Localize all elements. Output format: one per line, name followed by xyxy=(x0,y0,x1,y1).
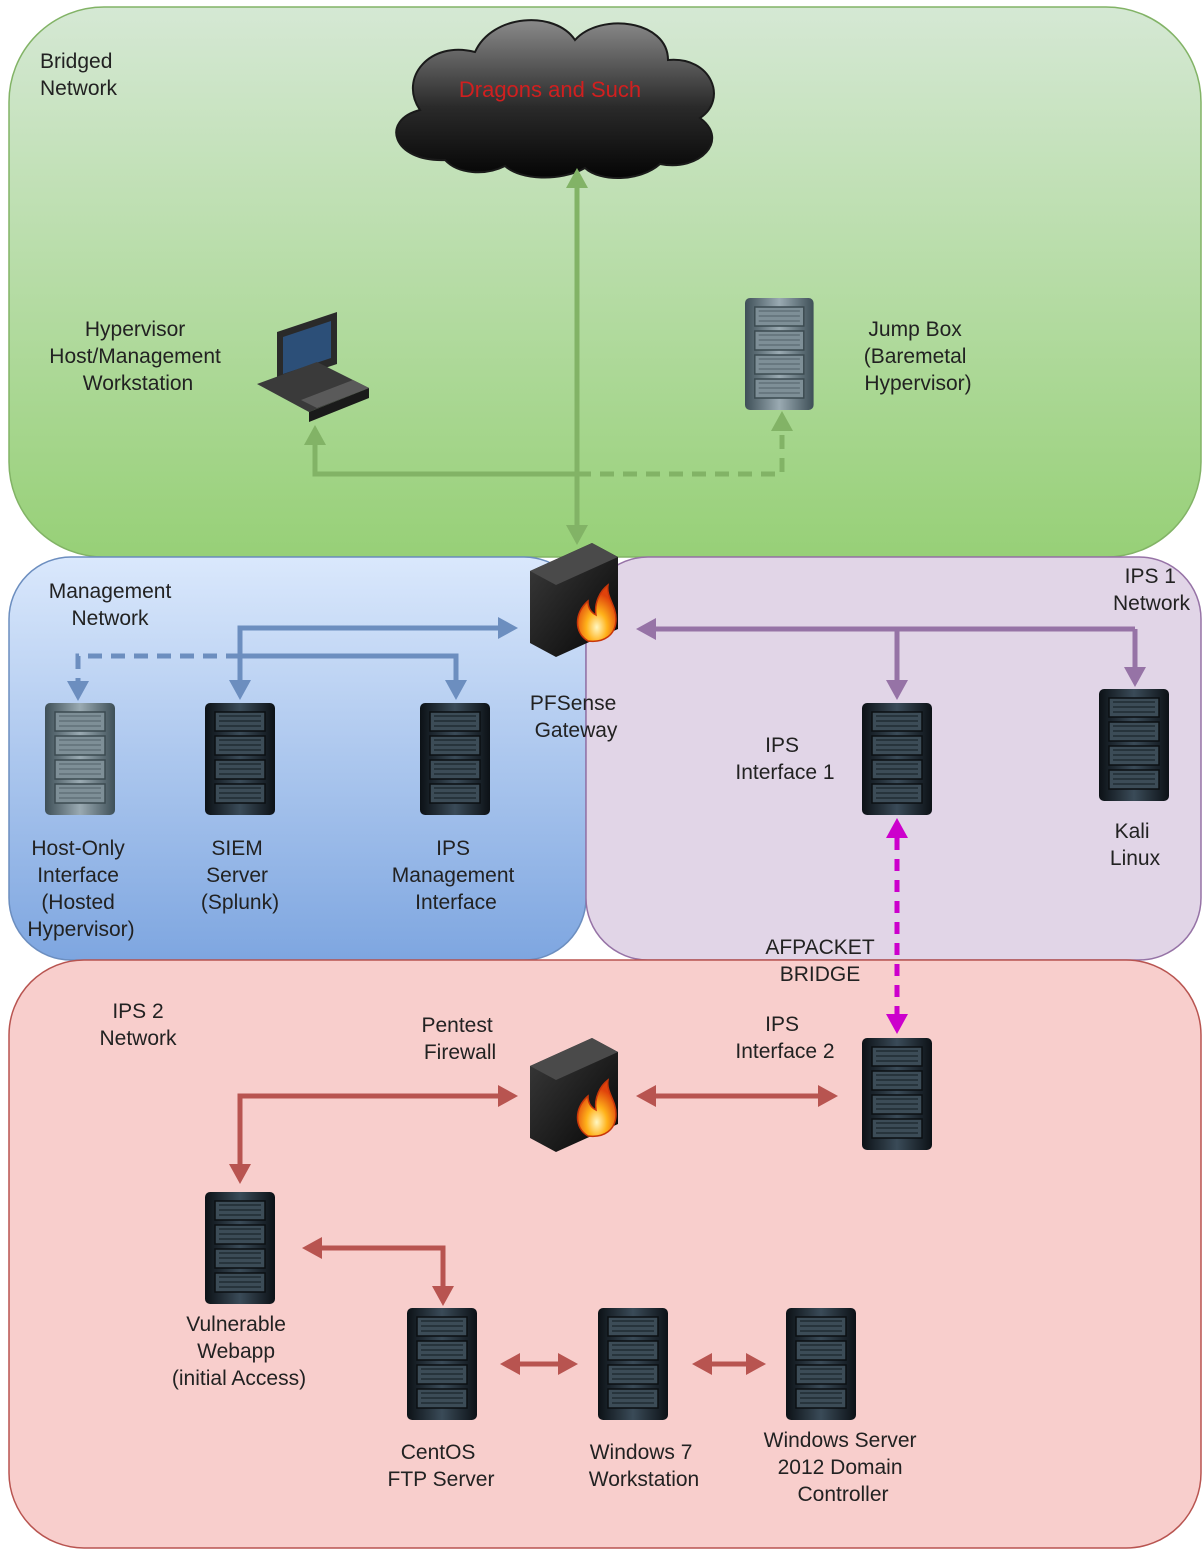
arrowhead xyxy=(1124,667,1146,687)
ips-interface-1-server-icon xyxy=(861,702,933,816)
arrowhead xyxy=(566,168,588,188)
ips-interface-2-label: IPS Interface 2 xyxy=(735,1013,834,1063)
win7-server-icon xyxy=(597,1307,669,1421)
ips-interface-2-server-icon xyxy=(861,1037,933,1151)
kali-linux-label: Kali Linux xyxy=(1110,820,1161,870)
webapp-server-icon xyxy=(204,1191,276,1305)
bridged-links xyxy=(312,185,785,540)
arrowhead xyxy=(566,525,588,545)
hypervisor-host-label: Hypervisor Host/Management Workstation xyxy=(49,318,226,395)
arrowhead xyxy=(498,617,518,639)
arrowhead xyxy=(67,681,89,701)
jump-box-server-icon xyxy=(744,297,815,411)
windows-7-label: Windows 7 Workstation xyxy=(589,1441,700,1491)
arrowhead xyxy=(498,1085,518,1107)
arrowhead xyxy=(229,680,251,700)
arrowhead xyxy=(886,1014,908,1034)
arrowhead xyxy=(771,411,793,431)
ips1-links xyxy=(655,626,1138,683)
jump-box-label: Jump Box (Baremetal Hypervisor) xyxy=(864,318,973,395)
management-links xyxy=(75,625,500,683)
kali-server-icon xyxy=(1098,688,1170,802)
arrowhead xyxy=(818,1085,838,1107)
arrowhead xyxy=(886,818,908,838)
ips-management-server-icon xyxy=(419,702,491,816)
centos-server-icon xyxy=(406,1307,478,1421)
ips2-links xyxy=(237,1093,820,1367)
internet-cloud-icon xyxy=(395,19,715,179)
vulnerable-webapp-label: Vulnerable Webapp (initial Access) xyxy=(172,1313,306,1390)
ips-interface-1-label: IPS Interface 1 xyxy=(735,734,834,784)
arrowhead xyxy=(558,1353,578,1375)
arrowhead xyxy=(445,680,467,700)
arrowhead xyxy=(304,425,326,445)
ips-management-label: IPS Management Interface xyxy=(392,837,520,914)
arrowhead xyxy=(229,1164,251,1184)
win2012-server-icon xyxy=(785,1307,857,1421)
pfsense-gateway-label: PFSense Gateway xyxy=(530,692,622,742)
pentest-firewall-label: Pentest Firewall xyxy=(421,1014,498,1064)
cloud-label: Dragons and Such xyxy=(459,77,641,102)
host-only-label: Host-Only Interface (Hosted Hypervisor) xyxy=(27,837,134,941)
arrowhead xyxy=(432,1286,454,1306)
centos-ftp-label: CentOS FTP Server xyxy=(388,1441,495,1491)
arrowhead xyxy=(636,618,656,640)
arrowhead xyxy=(500,1353,520,1375)
arrowhead xyxy=(692,1353,712,1375)
windows-server-2012-label: Windows Server 2012 Domain Controller xyxy=(764,1429,923,1506)
siem-server-icon xyxy=(204,702,276,816)
arrowhead xyxy=(636,1085,656,1107)
arrowhead xyxy=(886,680,908,700)
arrowhead xyxy=(302,1237,322,1259)
siem-server-label: SIEM Server (Splunk) xyxy=(201,837,279,914)
arrowhead xyxy=(746,1353,766,1375)
host-only-server-icon xyxy=(44,702,116,816)
